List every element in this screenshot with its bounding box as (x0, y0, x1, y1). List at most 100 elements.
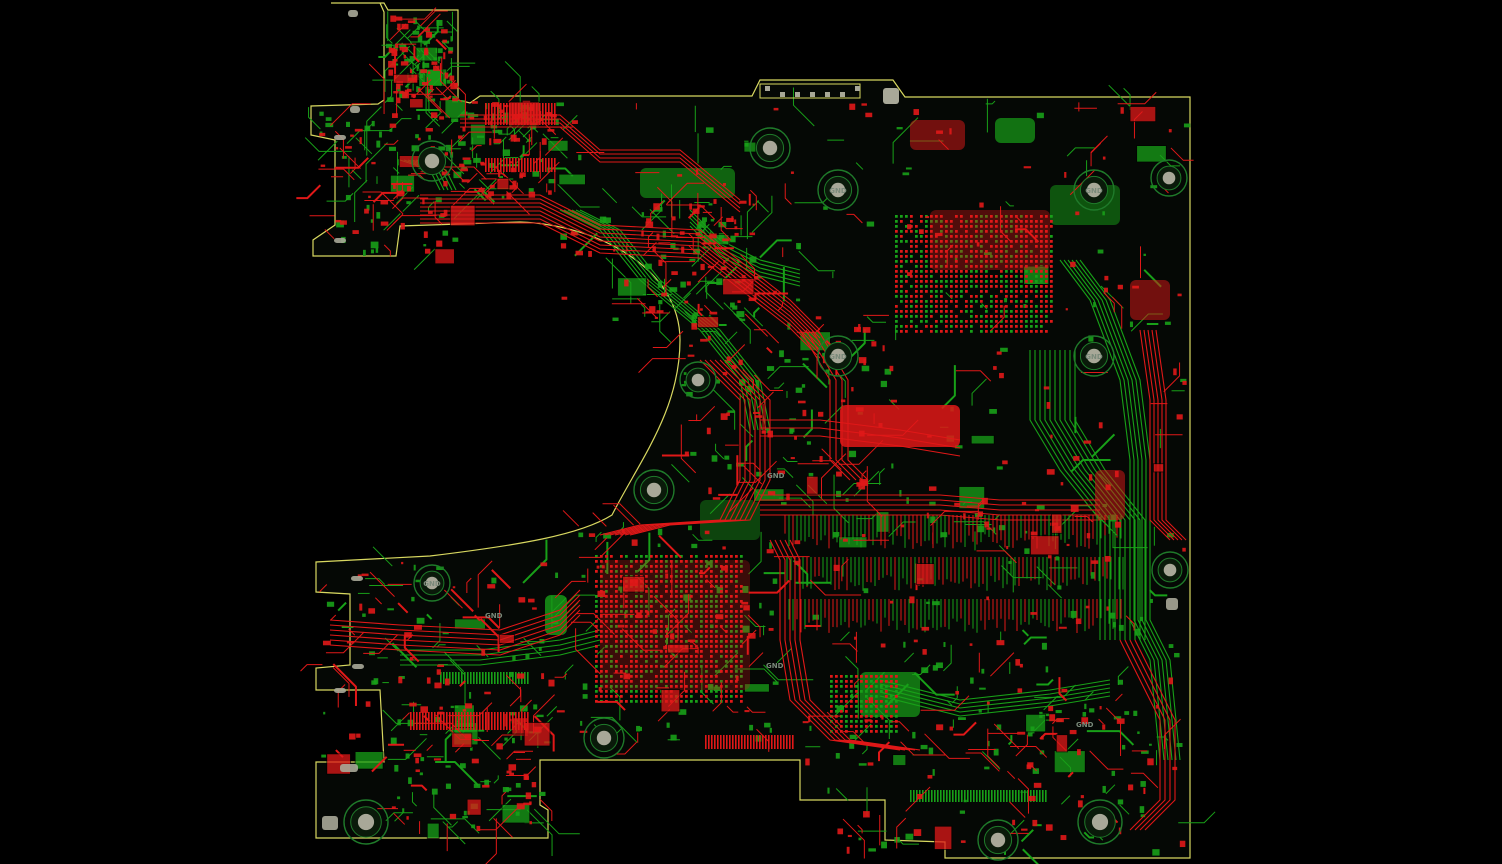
trace-bus (1064, 350, 1136, 640)
bga-pad (1010, 230, 1013, 233)
smd-pad (889, 365, 894, 372)
bga-pad (970, 255, 973, 258)
bga-pad (655, 600, 658, 603)
trace (319, 584, 328, 593)
smd-pad (907, 224, 912, 230)
bga-pad (625, 635, 628, 638)
bga-pad (625, 570, 628, 573)
bga-pad (710, 650, 713, 653)
bga-pad (870, 680, 873, 683)
smd-pad (624, 279, 629, 287)
component-body (806, 475, 819, 495)
bga-pad (695, 640, 698, 643)
smd-pad (772, 578, 778, 584)
bga-pad (835, 700, 838, 703)
bga-pad (880, 675, 883, 678)
top-copper-layer (296, 7, 1194, 864)
bga-pad (955, 320, 958, 323)
bga-pad (1010, 330, 1013, 333)
bga-pad (935, 330, 938, 333)
smd-pad (802, 409, 807, 417)
smd-pad (927, 435, 932, 438)
bga-pad (1045, 290, 1048, 293)
bga-pad (620, 595, 623, 598)
smd-pad (443, 180, 448, 187)
smd-pad (860, 480, 869, 486)
smd-pad (1173, 368, 1177, 376)
trace (324, 229, 335, 240)
bga-pad (740, 665, 743, 668)
trace (351, 169, 362, 180)
bga-pad (1035, 230, 1038, 233)
smd-pad (919, 229, 924, 234)
bga-pad (845, 675, 848, 678)
smd-pad (400, 61, 409, 66)
smd-pad (639, 726, 643, 731)
bga-pad (615, 690, 618, 693)
bga-pad (650, 690, 653, 693)
bga-pad (705, 660, 708, 663)
smd-pad (689, 344, 693, 347)
bga-pad (830, 695, 833, 698)
bga-pad (650, 605, 653, 608)
bga-pad (955, 235, 958, 238)
bga-pad (600, 575, 603, 578)
bga-pad (875, 685, 878, 688)
bga-pad (1045, 230, 1048, 233)
bga-pad (990, 330, 993, 333)
smd-pad (403, 54, 406, 59)
trace (734, 668, 778, 682)
bga-pad (1030, 215, 1033, 218)
bga-pad (740, 590, 743, 593)
bga-pad (675, 555, 678, 558)
connector-pin (916, 790, 918, 802)
trace (826, 711, 843, 728)
smd-pad (449, 813, 457, 819)
trace (855, 162, 864, 170)
bga-pad (720, 610, 723, 613)
trace (854, 678, 860, 688)
connector-pin (533, 103, 535, 125)
bga-pad (715, 555, 718, 558)
bga-pad (635, 665, 638, 668)
bga-pad (600, 685, 603, 688)
bga-pad (1020, 280, 1023, 283)
smd-pad (681, 246, 685, 254)
bga-pad (1035, 260, 1038, 263)
bga-pad (655, 620, 658, 623)
trace (719, 625, 728, 634)
bga-pad (640, 650, 643, 653)
bga-pad (605, 620, 608, 623)
bga-pad (685, 585, 688, 588)
bga-pad (1010, 275, 1013, 278)
bga-pad (940, 310, 943, 313)
connector-pin (479, 712, 481, 730)
smd-pad (683, 594, 692, 601)
bga-pad (975, 220, 978, 223)
smd-pad (1176, 743, 1183, 747)
smd-pad (815, 316, 822, 320)
smd-pad (597, 590, 606, 597)
bga-pad (1035, 245, 1038, 248)
bga-pad (890, 680, 893, 683)
bga-pad (675, 565, 678, 568)
bga-pad (890, 725, 893, 728)
smd-pad (706, 427, 711, 435)
smd-pad (986, 701, 990, 705)
bga-pad (635, 620, 638, 623)
bga-pad (630, 630, 633, 633)
bga-pad (1045, 275, 1048, 278)
bga-pad (725, 615, 728, 618)
bga-pad (970, 300, 973, 303)
smd-pad (578, 154, 582, 161)
bga-pad (920, 305, 923, 308)
bga-pad (740, 560, 743, 563)
smd-pad (498, 170, 501, 177)
connector-pin (467, 712, 469, 730)
bga-pad (720, 605, 723, 608)
component-body (466, 798, 482, 816)
smd-pad (346, 121, 351, 127)
bga-pad (940, 320, 943, 323)
smd-pad (460, 168, 468, 172)
